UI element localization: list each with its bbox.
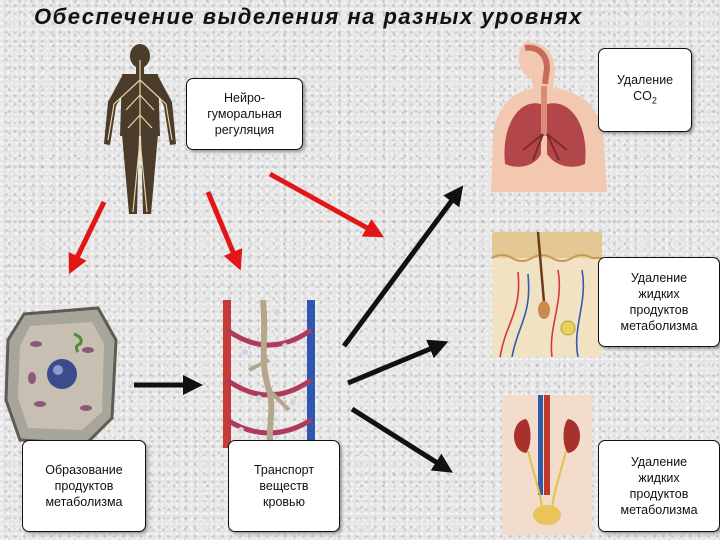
- neurohumoral-regulation-label: Нейро- гуморальная регуляция: [207, 91, 282, 137]
- respiratory-system-illustration: [491, 42, 607, 192]
- nervous-system-illustration: [104, 44, 176, 214]
- urinary-system-illustration: [502, 395, 592, 535]
- metabolism-formation-label: Образование продуктов метаболизма: [45, 463, 123, 509]
- regulation-arrow-to-cell: [68, 200, 107, 275]
- blood-vessel-illustration: [223, 300, 315, 448]
- flow-arrow-to-lungs: [341, 185, 464, 348]
- skin-removal-box: Удаление жидких продуктов метаболизма: [598, 257, 720, 347]
- co2-removal-text: Удаление: [616, 73, 674, 88]
- flow-arrow-to-kidneys: [350, 406, 453, 473]
- skin-removal-label: Удаление жидких продуктов метаболизма: [620, 271, 698, 333]
- kidney-removal-box: Удаление жидких продуктов метаболизма: [598, 440, 720, 532]
- blood-transport-label: Транспорт веществ кровью: [253, 463, 315, 509]
- co2-removal-label: Удаление CO2: [617, 72, 673, 107]
- co2-subscript: 2: [651, 95, 657, 106]
- co2-formula: CO: [633, 89, 652, 104]
- cell-illustration: [4, 306, 118, 446]
- neurohumoral-regulation-box: Нейро- гуморальная регуляция: [186, 78, 303, 150]
- regulation-arrow-to-organs: [268, 171, 385, 238]
- regulation-arrow-to-blood: [205, 191, 243, 271]
- kidney-removal-label: Удаление жидких продуктов метаболизма: [620, 455, 698, 517]
- skin-cross-section-illustration: [492, 232, 602, 357]
- page-title: Обеспечение выделения на разных уровнях: [34, 4, 583, 29]
- blood-transport-box: Транспорт веществ кровью: [228, 440, 340, 532]
- co2-removal-box: Удаление CO2: [598, 48, 692, 132]
- metabolism-formation-box: Образование продуктов метаболизма: [22, 440, 146, 532]
- flow-arrow-to-skin: [347, 339, 449, 386]
